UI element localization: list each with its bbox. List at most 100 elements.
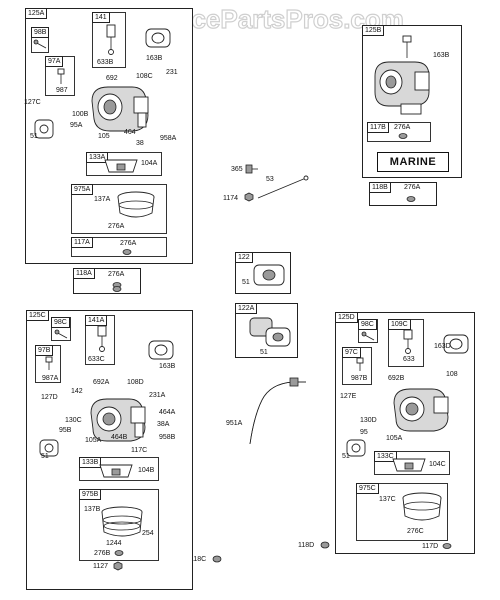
float-bowl-icon	[101, 506, 143, 537]
screw-icon	[33, 39, 47, 49]
tag-122: 122	[235, 252, 253, 263]
label-108: 108	[446, 371, 458, 378]
fuel-valve-icon	[106, 24, 116, 55]
spacer-icon	[249, 317, 291, 347]
gasket-icon	[145, 28, 171, 48]
label-130D: 130D	[360, 417, 377, 424]
tag-975B: 975B	[79, 489, 102, 500]
tag-133A: 133A	[86, 152, 109, 163]
kit-975A: 975A 137A 276A	[71, 184, 167, 234]
label-137C: 137C	[379, 496, 396, 503]
bolt-icon	[245, 164, 258, 174]
label-137B: 137B	[84, 506, 101, 513]
fuel-valve-icon	[97, 325, 107, 352]
label-105: 105	[98, 133, 110, 140]
washer-icon	[398, 133, 408, 139]
tag-97A: 97A	[45, 56, 64, 67]
tag-118A: 118A	[73, 268, 95, 279]
tag-97B: 97B	[35, 345, 54, 356]
label-987B: 987B	[351, 375, 368, 382]
tag-98C: 98C	[51, 317, 70, 328]
label-105A: 105A	[85, 437, 102, 444]
kit-118B: 118B 276A	[369, 182, 437, 206]
assembly-125B: 125B 163B 117B 276A MARINE	[362, 25, 462, 178]
label-38A: 38A	[157, 421, 170, 428]
label-692: 692	[106, 75, 118, 82]
kit-133C: 133C 104C	[374, 451, 450, 475]
bowl-gasket-icon	[346, 439, 366, 457]
tag-125A: 125A	[25, 8, 48, 19]
tag-141: 141	[92, 12, 110, 23]
float-icon	[392, 458, 426, 472]
label-100B: 100B	[72, 111, 89, 118]
tag-97C: 97C	[342, 347, 361, 358]
bowl-gasket-icon	[34, 119, 54, 139]
tag-117B: 117B	[367, 122, 389, 133]
label-95: 95	[360, 429, 368, 436]
label-464A: 464A	[159, 409, 176, 416]
label-692A: 692A	[93, 379, 110, 386]
float-needle-icon	[45, 356, 53, 370]
gasket-icon	[443, 334, 469, 354]
tag-98C-125D: 98C	[358, 319, 377, 330]
label-633B: 633B	[97, 59, 114, 66]
kit-141A: 141A 633C	[85, 315, 115, 365]
label-108D: 108D	[127, 379, 144, 386]
label-51-122A: 51	[260, 349, 268, 356]
kit-98C-125D: 98C	[358, 319, 378, 343]
tag-141A: 141A	[85, 315, 108, 326]
spacer-icon	[253, 264, 285, 286]
float-needle-icon	[57, 68, 65, 84]
label-958B: 958B	[159, 434, 176, 441]
tag-133B: 133B	[79, 457, 102, 468]
carburetor-body-icon	[90, 398, 146, 442]
tag-975C: 975C	[356, 483, 379, 494]
label-104C: 104C	[429, 461, 446, 468]
tag-98B: 98B	[31, 27, 50, 38]
fuel-line-icon	[249, 377, 306, 445]
kit-141: 141 633B	[92, 12, 126, 68]
float-icon	[99, 464, 133, 478]
tag-109C: 109C	[388, 319, 411, 330]
gasket-icon	[148, 340, 174, 360]
kit-975C: 975C 137C 276C	[356, 483, 448, 541]
label-365: 365	[231, 166, 243, 173]
label-127C: 127C	[24, 99, 41, 106]
label-1127: 1127	[93, 563, 109, 570]
kit-98C: 98C	[51, 317, 71, 341]
label-51: 51	[30, 133, 38, 140]
tag-125D: 125D	[335, 312, 358, 323]
washer-icon	[320, 541, 330, 549]
label-105A-125D: 105A	[386, 435, 403, 442]
washer-icon	[442, 543, 452, 549]
label-104A: 104A	[141, 160, 158, 167]
label-95B: 95B	[59, 427, 72, 434]
bowl-gasket-icon	[39, 439, 59, 457]
kit-97A: 97A 987	[45, 56, 75, 96]
tag-125C: 125C	[26, 310, 49, 321]
label-163D: 163D	[434, 343, 451, 350]
carburetor-body-icon	[393, 388, 449, 432]
kit-975B: 975B 137B 254 1244 276B	[79, 489, 159, 561]
kit-122: 122 51	[235, 252, 291, 294]
assembly-125A: 125A 98B 97A 987 141 633B 163B 108C 231 …	[24, 8, 193, 264]
tag-122A: 122A	[235, 303, 258, 314]
label-1244: 1244	[106, 540, 122, 547]
label-276A-118A: 276A	[108, 271, 125, 278]
label-276C: 276C	[407, 528, 424, 535]
label-127D: 127D	[41, 394, 58, 401]
label-95A: 95A	[70, 122, 83, 129]
label-276A-117B: 276A	[394, 124, 411, 131]
label-127E: 127E	[340, 393, 357, 400]
label-51-125C: 51	[41, 453, 49, 460]
label-951A: 951A	[226, 420, 243, 427]
screw-icon	[361, 331, 375, 341]
nut-icon	[113, 561, 123, 571]
label-163B: 163B	[146, 55, 163, 62]
kit-97C: 97C 987B	[342, 347, 372, 385]
kit-117B: 117B 276A	[367, 122, 431, 142]
label-53: 53	[266, 176, 274, 183]
label-231: 231	[166, 69, 178, 76]
washer-icon	[212, 555, 222, 563]
fuel-valve-icon	[403, 329, 413, 354]
